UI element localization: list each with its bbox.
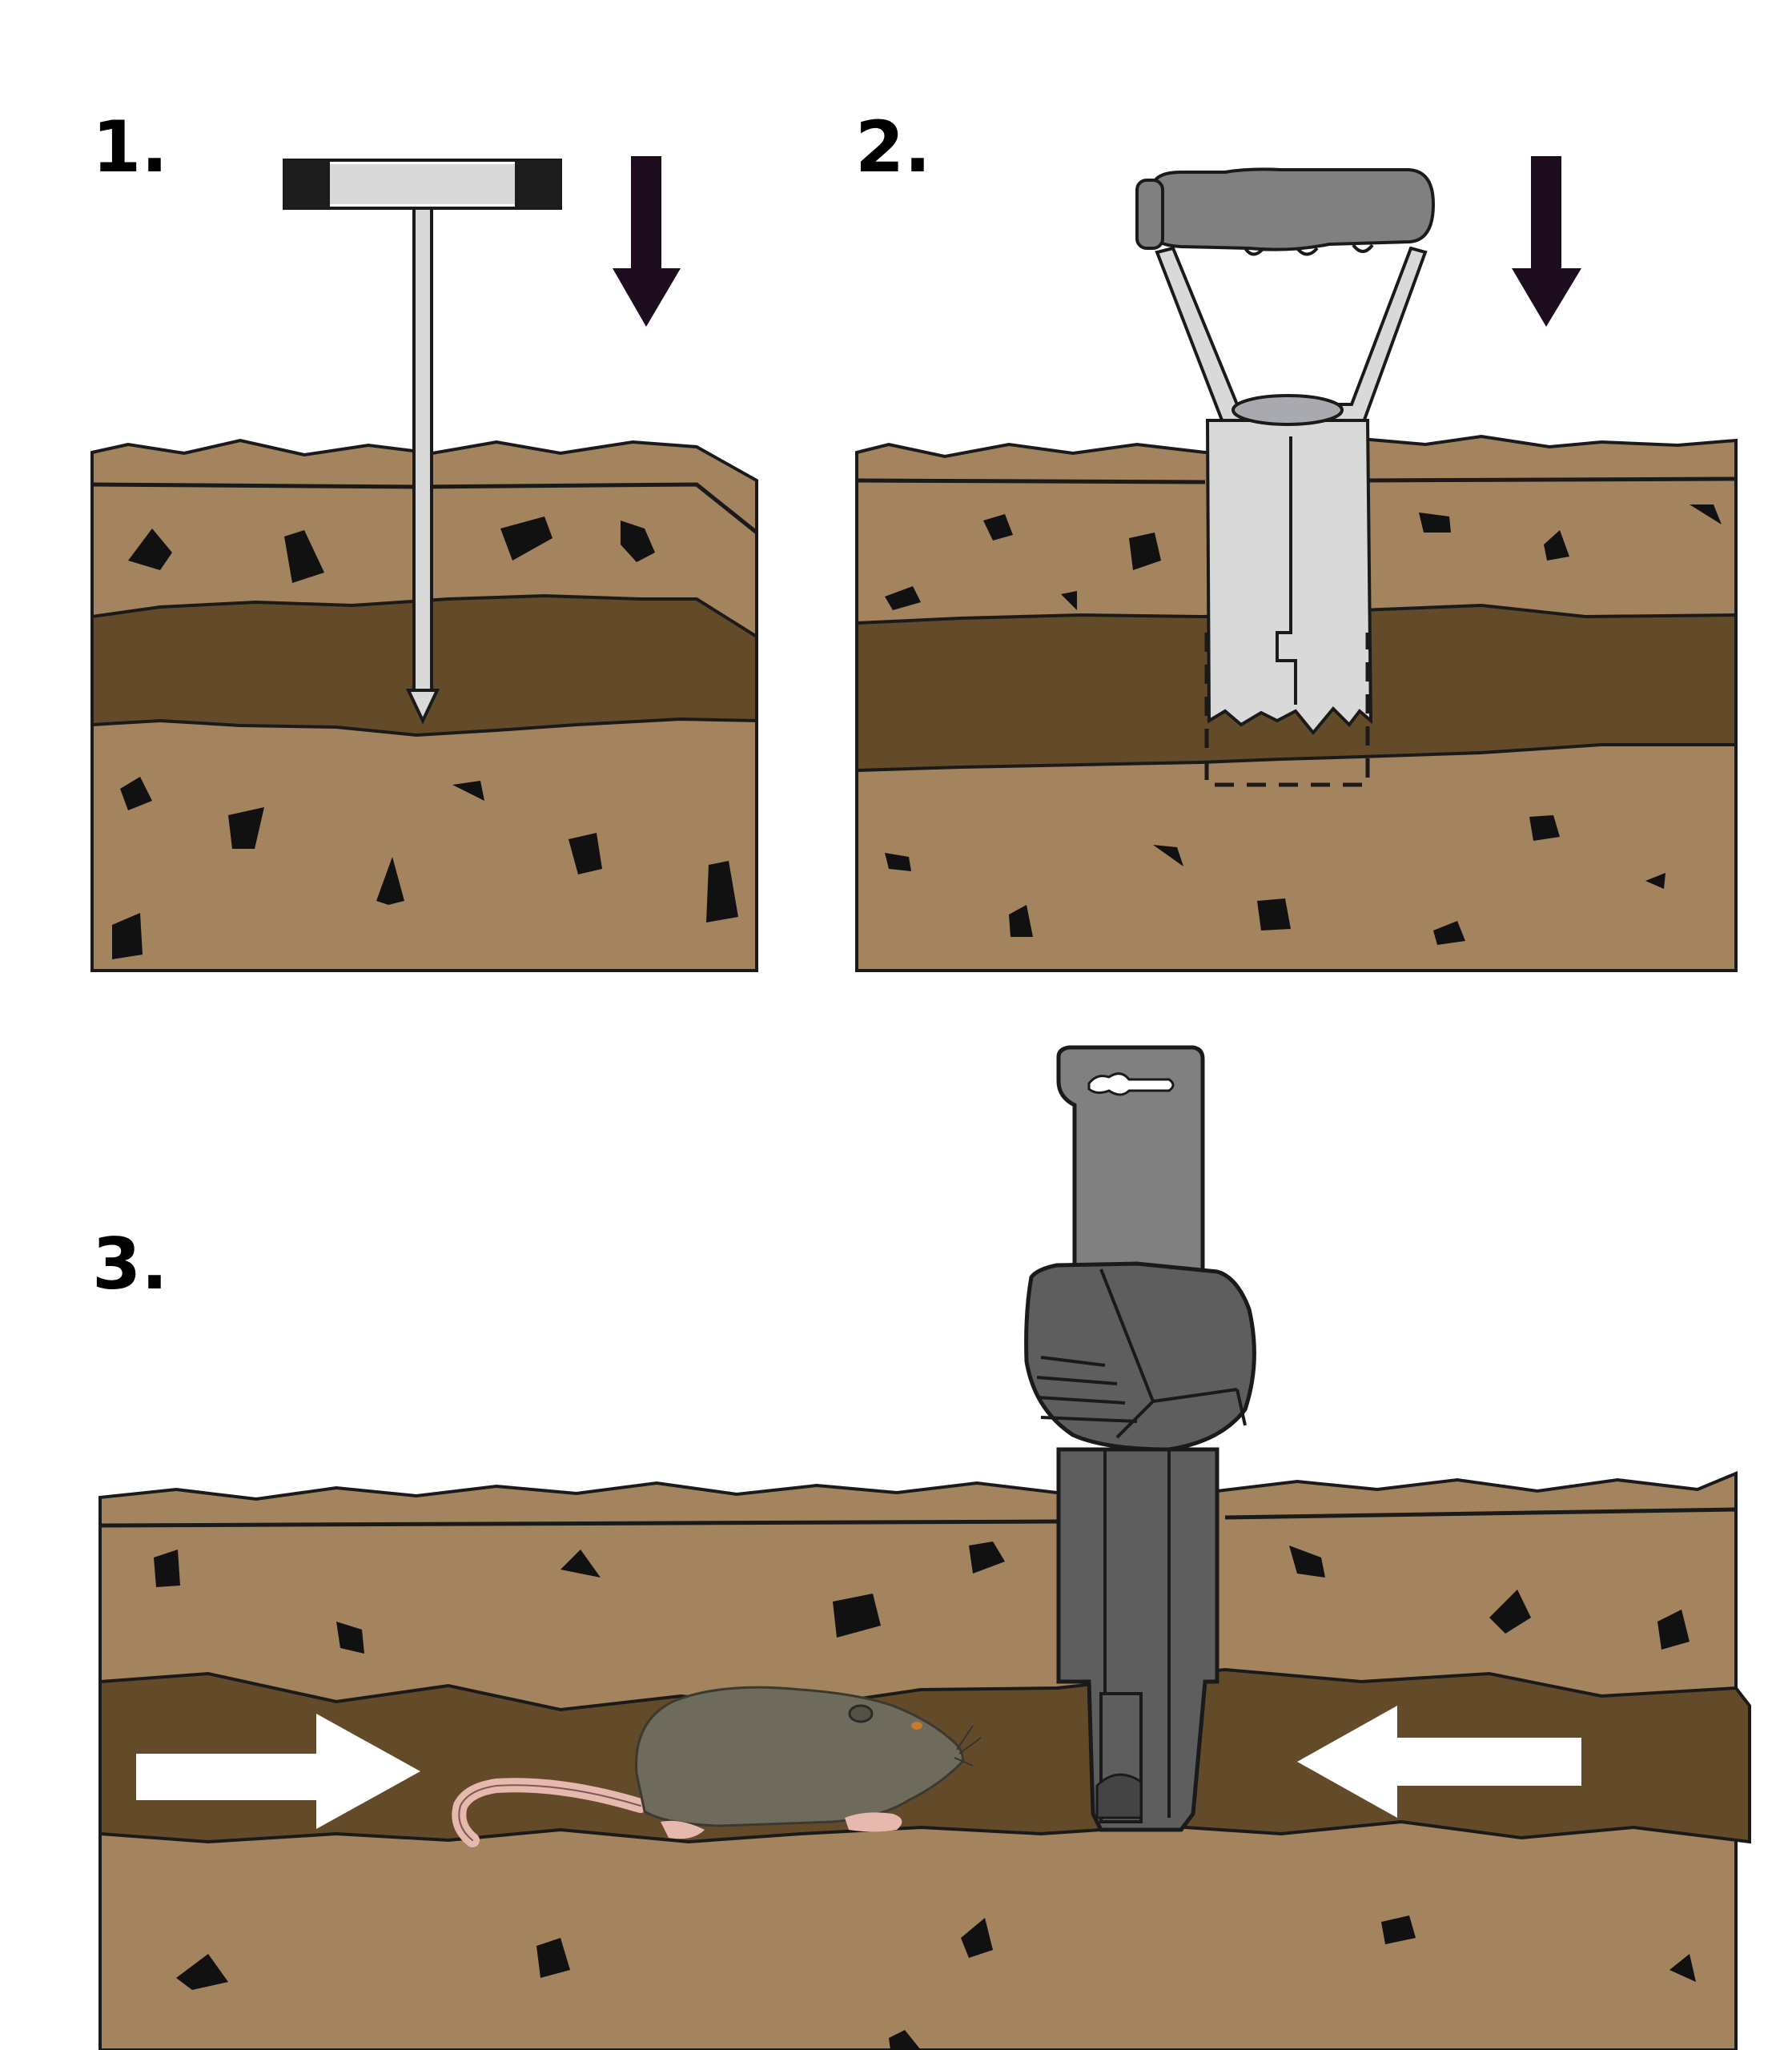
- mole-ear: [848, 1704, 874, 1723]
- down-arrow-icon: [1512, 156, 1581, 327]
- panel-1: [90, 156, 758, 972]
- planter-bulge-dots: [1244, 243, 1374, 256]
- step-3-label: 3.: [92, 1223, 168, 1305]
- t-probe-icon: [283, 159, 562, 725]
- mole-whiskers: [954, 1725, 982, 1767]
- panel-2-topsoil-line: [856, 476, 1737, 484]
- panel-1-rocks: [112, 517, 738, 959]
- mole-eye: [911, 1722, 922, 1730]
- panel-2: [855, 156, 1738, 972]
- down-arrow-icon: [613, 156, 681, 327]
- left-arrow-icon: [1297, 1706, 1581, 1818]
- panel-2-rocks: [885, 504, 1722, 945]
- step-2-label: 2.: [855, 106, 931, 188]
- panel-1-topsoil-line: [91, 482, 758, 534]
- bulb-planter-icon: [1135, 167, 1436, 787]
- mole-trap-icon: [1024, 1045, 1256, 1832]
- right-arrow-icon: [136, 1714, 420, 1829]
- planter-cut-outline: [1204, 633, 1370, 787]
- panel-3: [98, 1045, 1751, 2050]
- mole-icon: [452, 1686, 982, 1847]
- panel-3-rocks: [154, 1542, 1696, 2050]
- panel-3-topsoil-line: [99, 1507, 1737, 1528]
- step-1-label: 1.: [92, 106, 168, 188]
